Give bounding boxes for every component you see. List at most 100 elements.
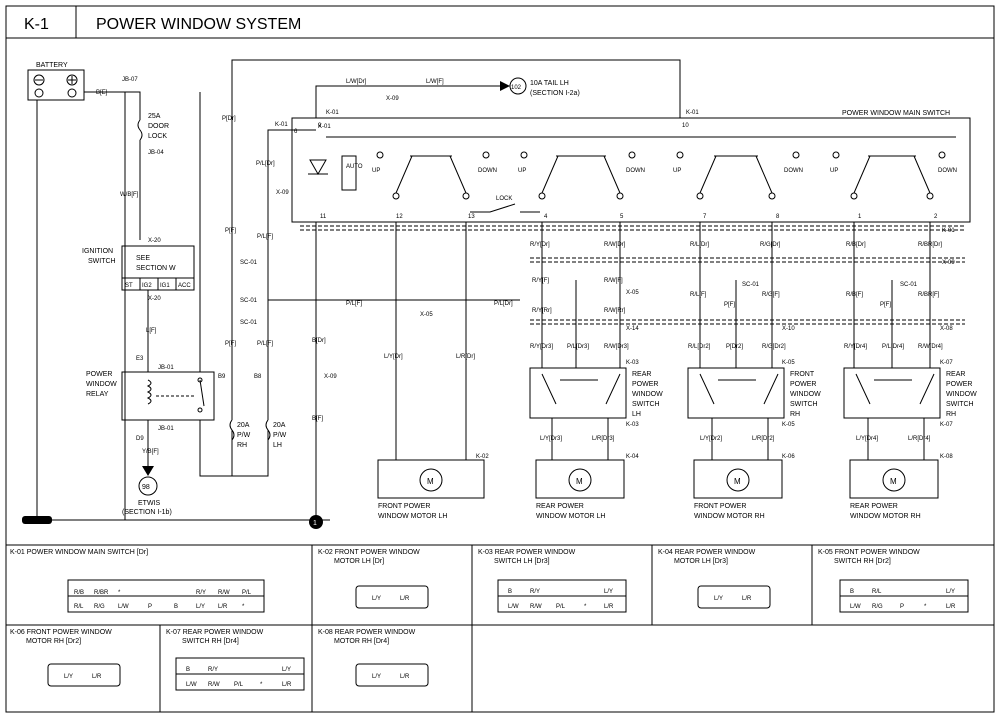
connector-title: K-06 FRONT POWER WINDOW (10, 629, 112, 636)
pin-label: L/Y (196, 604, 205, 610)
motor-label: REAR POWER (536, 503, 584, 510)
wire-label: K-08 (940, 454, 953, 460)
wire-label: B8 (254, 374, 262, 380)
wire-label: B[E] (96, 90, 108, 96)
wire-label: R/BR[Dr] (918, 242, 942, 248)
wire-label: K-01 (318, 124, 331, 130)
motor-symbol: M (890, 477, 897, 486)
pin-label: R/W (208, 682, 220, 688)
pin-label: R/BR (94, 590, 109, 596)
pin-label: L/W (508, 604, 519, 610)
wire-label: X-09 (324, 374, 337, 380)
wire-label: P/L[F] (346, 301, 362, 307)
fuse-pw-lh (265, 419, 271, 441)
pin-label: * (118, 590, 121, 596)
pin-label: P/L (242, 590, 252, 596)
pin-label: L/Y (372, 674, 381, 680)
pin-label: B (186, 667, 190, 673)
wire-label: JB-04 (148, 150, 164, 156)
svg-text:11: 11 (320, 214, 327, 220)
pin-label: L/R (742, 596, 752, 602)
motor-label: FRONT POWER (378, 503, 430, 510)
front-motor-lh: M FRONT POWER WINDOW MOTOR LH (377, 459, 485, 520)
rear-motor-lh: M REAR POWER WINDOW MOTOR LH (535, 459, 625, 520)
switch-label: WINDOW (790, 391, 821, 398)
pin-label: L/R (946, 604, 956, 610)
wire-label: P[F] (225, 228, 236, 234)
front-switch-rh: FRONT POWER WINDOW SWITCH RH (687, 367, 821, 419)
pin-label: L/R (282, 682, 292, 688)
connector-title: K-04 REAR POWER WINDOW (658, 549, 756, 556)
wire-label: X-20 (148, 238, 161, 244)
pin-label: R/B (74, 590, 84, 596)
connector-title: K-02 FRONT POWER WINDOW (318, 549, 420, 556)
wire-label: R/Y[Dr3] (530, 344, 553, 350)
pin-label: L/Y (946, 589, 955, 595)
wire-label: R/Y[Rr] (532, 308, 552, 314)
pin-label: L/Y (604, 589, 613, 595)
motor-label: FRONT POWER (694, 503, 746, 510)
tail-ref (509, 77, 527, 95)
main-switch-label: POWER WINDOW MAIN SWITCH (842, 110, 950, 117)
ground-number: 1 (313, 520, 317, 527)
wire-label: P/L[F] (257, 234, 273, 240)
connector-title: MOTOR RH [Dr2] (26, 638, 81, 645)
wire-label: K-01 (326, 110, 339, 116)
power-window-relay (121, 371, 215, 421)
pin-label: L/Y (714, 596, 723, 602)
ground-point (309, 515, 323, 529)
wire-label: X-09 (276, 190, 289, 196)
pin-label: L/W (186, 682, 197, 688)
tail-arrow-icon (500, 81, 510, 91)
switch-label: WINDOW (946, 391, 977, 398)
ignition-label: IGNITION (82, 248, 113, 255)
fuse-name: P/W (237, 432, 251, 439)
wire-label: L/Y[Dr3] (540, 436, 562, 442)
wire-label: R/W[F] (604, 278, 623, 284)
wire-label: K-03 (626, 422, 639, 428)
down-label: DOWN (938, 168, 957, 174)
pin-label: R/L (872, 589, 882, 595)
pin-label: L/R (400, 674, 410, 680)
wire-label: L/Y[Dr] (384, 354, 403, 360)
ignition-pos: ACC (178, 283, 191, 289)
wire-label: L/Y[Dr2] (700, 436, 722, 442)
wire-label: X-20 (148, 296, 161, 302)
battery-label: BATTERY (36, 62, 68, 69)
wire-label: R/G[F] (762, 292, 780, 298)
switch-label: RH (946, 411, 956, 418)
fuse-rating: 20A (237, 422, 250, 429)
pin-label: L/Y (282, 667, 291, 673)
pin-label: B (850, 589, 854, 595)
ignition-label: SWITCH (88, 258, 116, 265)
relay-label: RELAY (86, 391, 109, 398)
etwis-label: ETWIS (138, 500, 160, 507)
connector-title: K-01 POWER WINDOW MAIN SWITCH [Dr] (10, 549, 148, 556)
pin-label: B (508, 589, 512, 595)
pin-label: L/Y (64, 674, 73, 680)
wire-label: R/G[Dr2] (762, 344, 786, 350)
fuse-name: LH (273, 442, 282, 449)
svg-text:10: 10 (682, 123, 689, 129)
wire-label: K-04 (626, 454, 639, 460)
relay-label: WINDOW (86, 381, 117, 388)
motor-symbol: M (734, 477, 741, 486)
svg-text:2: 2 (934, 214, 938, 220)
etwis-number: 98 (142, 484, 150, 491)
wire-label: K-01 (942, 228, 955, 234)
svg-text:9: 9 (318, 123, 322, 129)
fuse-rating: 20A (273, 422, 286, 429)
pin-label: P/L (234, 682, 244, 688)
wire-label: R/L[F] (690, 292, 707, 298)
wire-label: L/R[Dr3] (592, 436, 615, 442)
switch-label: SWITCH (790, 401, 818, 408)
wire-label: P[F] (225, 341, 236, 347)
motor-label: WINDOW MOTOR RH (850, 513, 921, 520)
battery: BATTERY (27, 62, 85, 101)
lock-switch (470, 203, 540, 213)
up-label: UP (830, 168, 838, 174)
wire-label: R/W[Rr] (604, 308, 626, 314)
wire-label: R/Y[Dr] (530, 242, 550, 248)
svg-text:12: 12 (396, 214, 403, 220)
